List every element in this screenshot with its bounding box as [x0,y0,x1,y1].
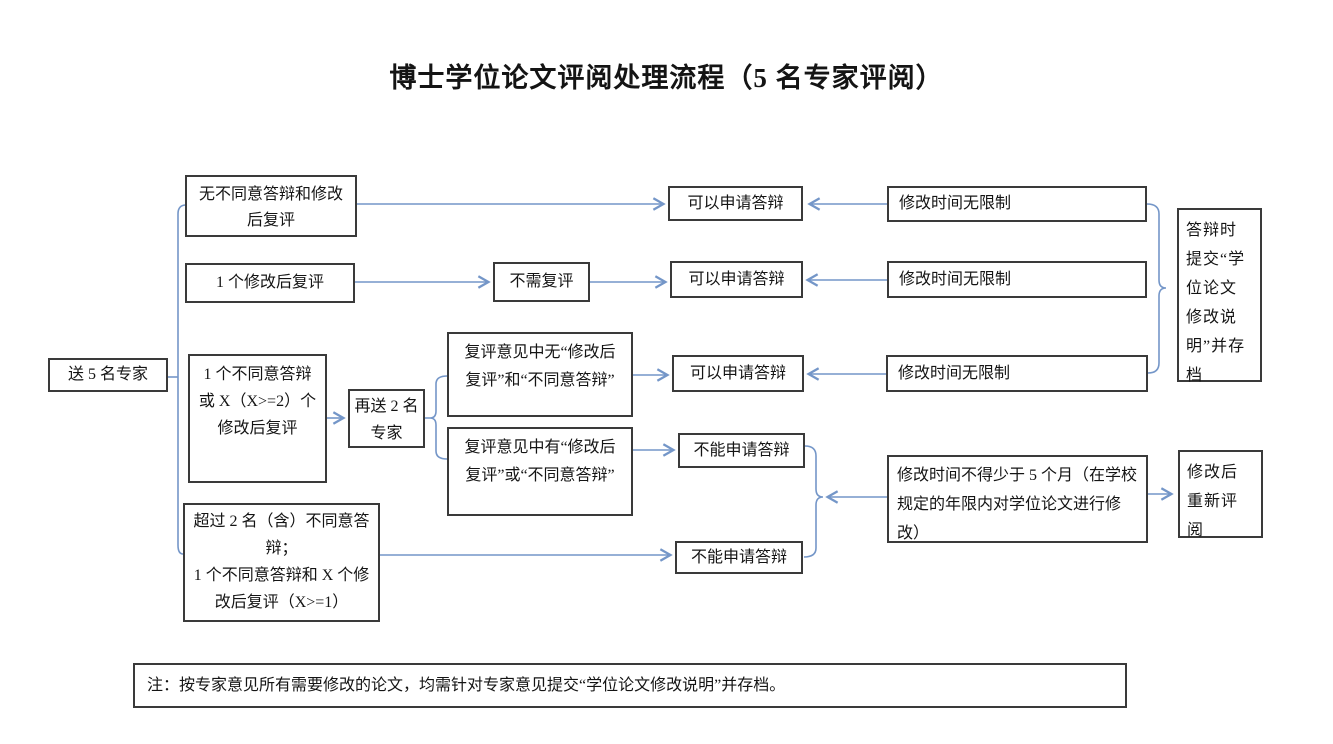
node-review-has: 复评意见中有“修改后 复评”或“不同意答辩” [447,427,633,516]
brace-rows-archive [1146,203,1167,374]
node-no-need-rereview: 不需复评 [493,262,590,302]
node-can-apply-3: 可以申请答辩 [672,355,804,392]
node-time-five-months: 修改时间不得少于 5 个月（在学校 规定的年限内对学位论文进行修 改） [887,455,1148,543]
node-time-unlimited-1: 修改时间无限制 [887,186,1147,222]
node-cond-one-revise: 1 个修改后复评 [185,263,355,303]
page-title: 博士学位论文评阅处理流程（5 名专家评阅） [389,63,944,93]
node-archive-statement: 答辩时提交“学位论文修改说明”并存档 [1177,208,1262,384]
node-cond-none: 无不同意答辩和修改 后复评 [185,175,357,237]
node-time-unlimited-2: 修改时间无限制 [887,261,1147,298]
node-review-none: 复评意见中无“修改后 复评”和“不同意答辩” [447,332,633,417]
node-start: 送 5 名专家 [48,358,168,392]
node-cannot-apply-2: 不能申请答辩 [675,541,803,574]
note-box: 注：按专家意见所有需要修改的论文，均需针对专家意见提交“学位论文修改说明”并存档… [133,663,1127,708]
node-resend-two-experts: 再送 2 名 专家 [348,389,425,448]
node-can-apply-2: 可以申请答辩 [670,261,803,298]
node-rereview-after-revision: 修改后重新评阅 [1178,450,1263,539]
node-time-unlimited-3: 修改时间无限制 [886,355,1148,392]
node-can-apply-1: 可以申请答辩 [668,186,803,221]
brace-resend-reviews [425,375,448,460]
bracket-start-conditions [177,204,187,555]
node-cond-over-two: 超过 2 名（含）不同意答 辩； 1 个不同意答辩和 X 个修 改后复评（X>=… [183,503,380,622]
node-cannot-apply-1: 不能申请答辩 [678,433,805,468]
node-cond-disagree-or-x: 1 个不同意答辩 或 X（X>=2）个 修改后复评 [188,354,327,483]
brace-cannot-boxes [803,445,824,558]
